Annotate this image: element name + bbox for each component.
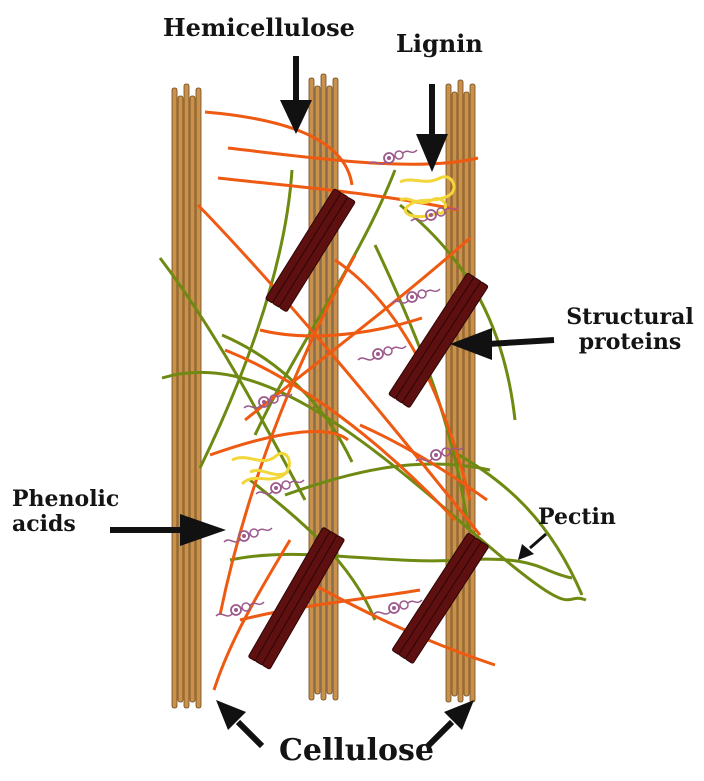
label-lignin: Lignin xyxy=(396,30,483,58)
label-phenolic-acids: Phenolic acids xyxy=(12,487,119,538)
arrow-hemicellulose xyxy=(280,56,312,134)
label-structural-line1: Structural xyxy=(555,305,704,330)
cellulose-rod xyxy=(178,96,183,702)
label-hemicellulose: Hemicellulose xyxy=(163,14,355,42)
cellulose-rod xyxy=(464,92,469,696)
cellulose-rod xyxy=(333,78,338,700)
cellulose-rod xyxy=(184,84,189,708)
arrow-cellulose-right xyxy=(428,700,474,746)
cellulose-fiber-right xyxy=(446,80,475,702)
cellulose-rod xyxy=(196,88,201,708)
cellulose-rod xyxy=(321,74,326,700)
cellulose-fiber-left xyxy=(172,84,201,708)
cellulose-rod xyxy=(458,80,463,702)
label-structural-line2: proteins xyxy=(555,330,704,355)
arrow-phenolic-acids xyxy=(110,514,226,546)
label-phenolic-line1: Phenolic xyxy=(12,487,119,512)
arrow-pectin xyxy=(518,534,546,560)
label-phenolic-line2: acids xyxy=(12,512,119,537)
cellulose-rod xyxy=(315,86,320,694)
label-cellulose: Cellulose xyxy=(279,734,434,769)
cellulose-rod xyxy=(470,84,475,702)
label-pectin: Pectin xyxy=(538,505,616,530)
cellulose-rod xyxy=(172,88,177,708)
arrow-cellulose-left xyxy=(216,700,262,746)
arrow-lignin xyxy=(416,84,448,172)
cellulose-rod xyxy=(190,96,195,702)
label-structural-proteins: Structural proteins xyxy=(555,305,704,356)
